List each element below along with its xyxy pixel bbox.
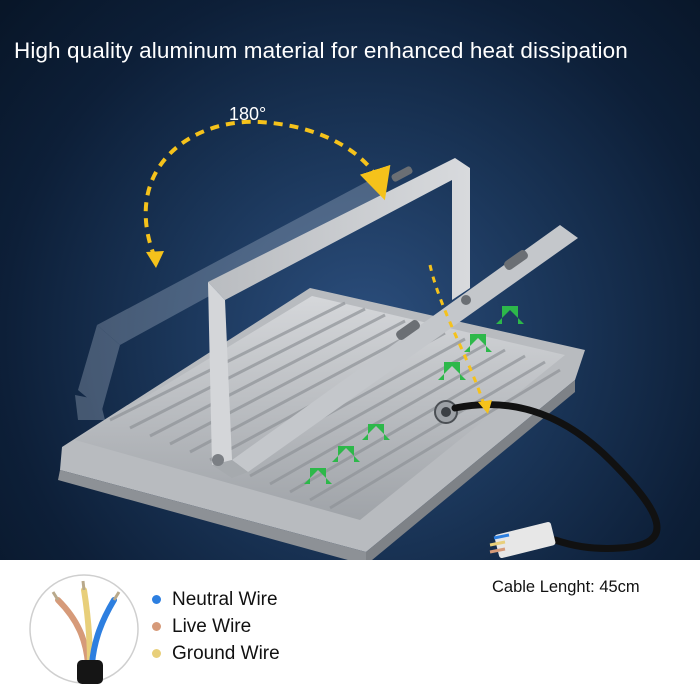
airflow-arrow-icon — [464, 334, 492, 352]
airflow-arrow-icon — [438, 362, 466, 380]
airflow-arrow-icon — [332, 446, 360, 462]
legend-label: Neutral Wire — [172, 588, 278, 610]
ghost-bracket — [75, 180, 392, 420]
neutral-dot-icon — [152, 595, 161, 604]
cable-length-label: Cable Lenght: 45cm — [492, 578, 640, 596]
legend-item-neutral: Neutral Wire — [152, 586, 280, 613]
airflow-arrows — [304, 306, 524, 484]
wire-legend: Neutral Wire Live Wire Ground Wire — [152, 586, 280, 667]
rotation-angle-label: 180° — [229, 104, 267, 124]
legend-item-ground: Ground Wire — [152, 640, 280, 667]
airflow-arrow-icon — [304, 468, 332, 484]
hinge-dashed-line — [428, 264, 486, 406]
headline: High quality aluminum material for enhan… — [14, 38, 628, 63]
power-cable — [434, 400, 661, 559]
legend-item-live: Live Wire — [152, 613, 280, 640]
airflow-arrow-icon — [496, 306, 524, 324]
live-dot-icon — [152, 622, 161, 631]
legend-label: Live Wire — [172, 615, 252, 637]
mounting-bracket — [208, 158, 578, 478]
ground-dot-icon — [152, 649, 161, 658]
hinge-arrow-icon — [478, 400, 492, 414]
rotation-arc-icon — [143, 119, 391, 259]
wire-bundle-icon — [29, 574, 139, 684]
legend-label: Ground Wire — [172, 642, 280, 664]
airflow-arrow-icon — [362, 424, 390, 440]
rotation-arrow-start-icon — [146, 251, 164, 268]
